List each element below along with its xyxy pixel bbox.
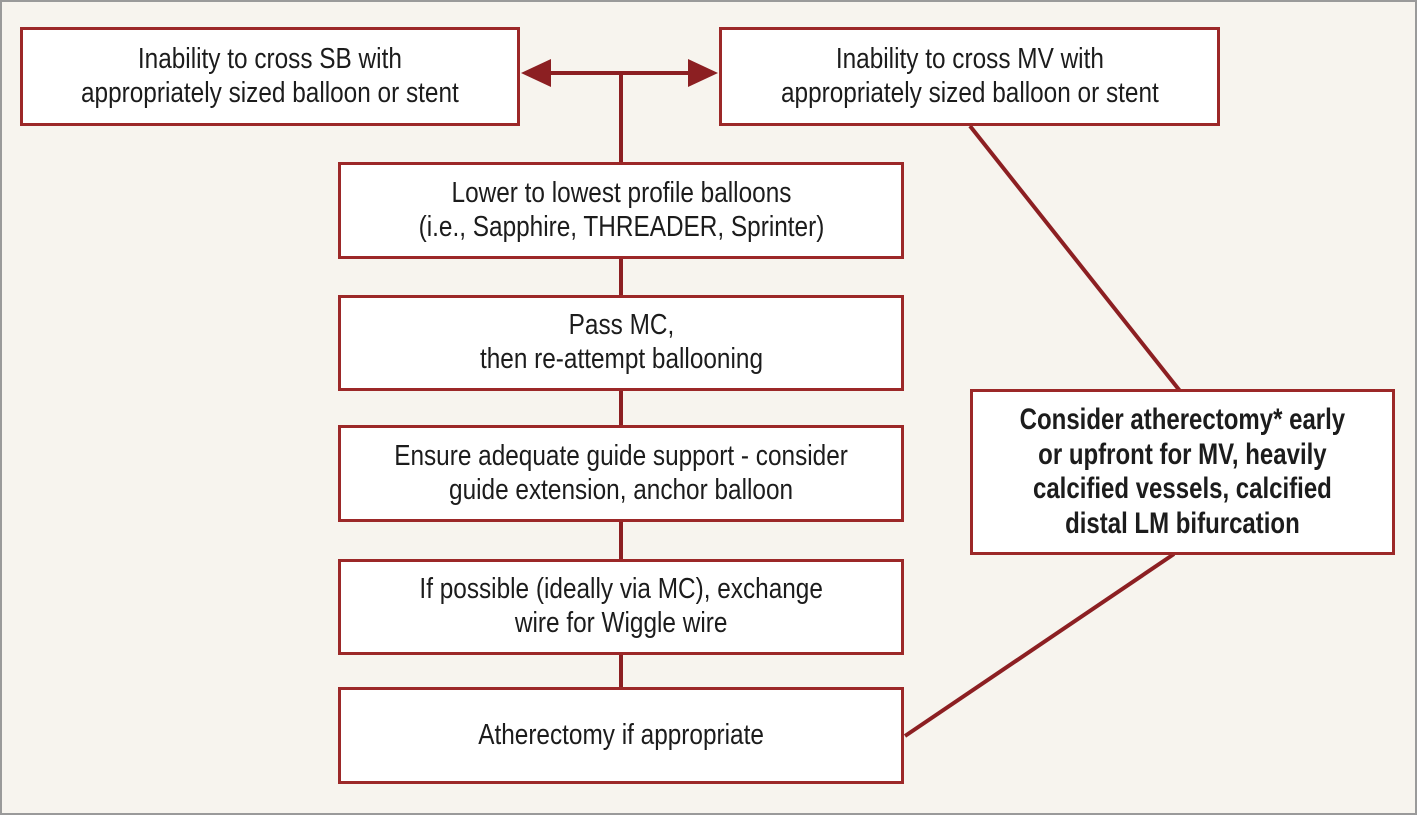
node-exchange-wiggle-wire-label: If possible (ideally via MC), exchange w… [419,573,823,639]
arrow-right-head-icon [688,59,718,87]
node-inability-cross-sb-label: Inability to cross SB with appropriately… [81,42,459,109]
arrow-left-head-icon [521,59,551,87]
connector-consider-to-atherectomy [903,552,1176,738]
node-pass-mc-label: Pass MC, then re-attempt ballooning [479,309,763,375]
node-ensure-guide-support-label: Ensure adequate guide support - consider… [394,439,848,506]
node-pass-mc: Pass MC, then re-attempt ballooning [338,295,904,391]
node-ensure-guide-support: Ensure adequate guide support - consider… [338,425,904,522]
node-atherectomy-if-appropriate-label: Atherectomy if appropriate [478,718,764,751]
node-consider-atherectomy: Consider atherectomy* early or upfront f… [970,389,1395,555]
node-exchange-wiggle-wire: If possible (ideally via MC), exchange w… [338,559,904,655]
node-lower-profile-balloons-label: Lower to lowest profile balloons (i.e., … [418,176,824,243]
node-inability-cross-mv: Inability to cross MV with appropriately… [719,27,1220,126]
node-lower-profile-balloons: Lower to lowest profile balloons (i.e., … [338,162,904,259]
node-atherectomy-if-appropriate: Atherectomy if appropriate [338,687,904,784]
node-inability-cross-mv-label: Inability to cross MV with appropriately… [780,42,1159,109]
node-consider-atherectomy-label: Consider atherectomy* early or upfront f… [1019,403,1346,540]
node-inability-cross-sb: Inability to cross SB with appropriately… [20,27,520,126]
connector-mv-to-consider [968,124,1182,393]
